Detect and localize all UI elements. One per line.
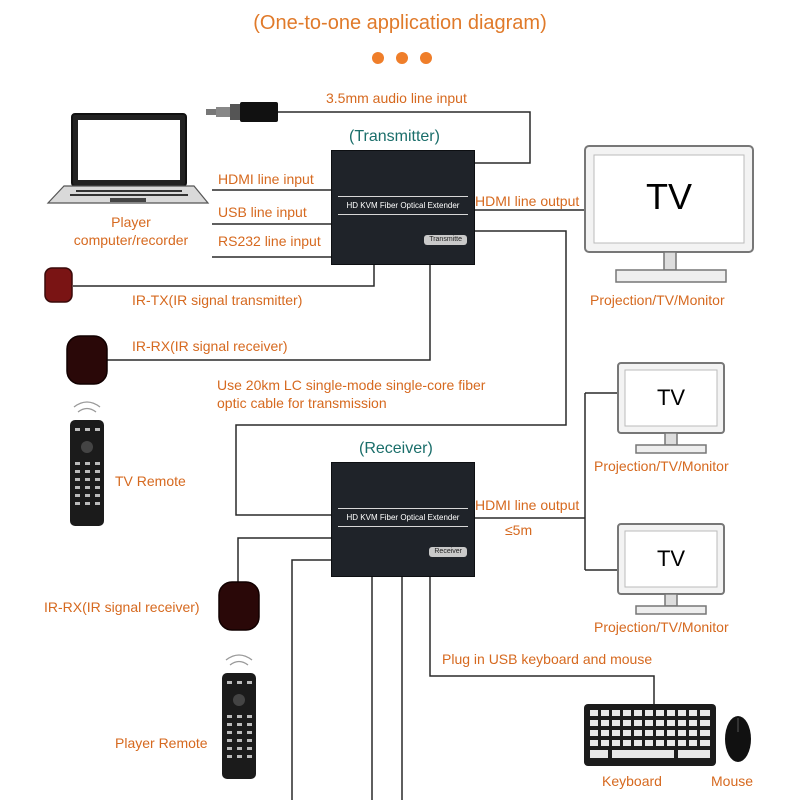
hdmi-input-label: HDMI line input	[218, 171, 314, 187]
transmitter-badge: Transmitte	[424, 235, 467, 245]
audio-input-label: 3.5mm audio line input	[326, 90, 467, 106]
ir-tx-cable	[73, 264, 375, 287]
usb-input-label: USB line input	[218, 204, 307, 220]
fiber-label-line1: Use 20km LC single-mode single-core fibe…	[217, 377, 486, 393]
receiver-device: HD KVM Fiber Optical Extender Receiver	[331, 462, 475, 577]
audio-cable	[278, 111, 531, 164]
ir-receiver-top-icon	[66, 335, 108, 385]
keyboard-label: Keyboard	[602, 773, 662, 789]
usb-plug-label: Plug in USB keyboard and mouse	[442, 651, 653, 667]
tv-3-screen-text: TV	[656, 546, 686, 571]
receiver-badge: Receiver	[429, 547, 467, 557]
fiber-label-line2: optic cable for transmission	[217, 395, 387, 411]
tv-3-caption: Projection/TV/Monitor	[594, 619, 729, 635]
decor-dot-3	[420, 52, 432, 64]
receiver-heading: (Receiver)	[359, 440, 433, 457]
laptop-icon	[46, 113, 210, 204]
tv-3-icon	[617, 523, 725, 615]
player-label-line1: Player	[111, 214, 151, 230]
tv-2-icon	[617, 362, 725, 454]
distance-label: ≤5m	[505, 522, 533, 538]
tv-remote-icon	[70, 401, 104, 526]
ir-receiver-bottom-icon	[218, 581, 260, 631]
transmitter-heading: (Transmitter)	[349, 128, 440, 145]
tv-2-caption: Projection/TV/Monitor	[594, 458, 729, 474]
mouse-icon	[725, 716, 751, 762]
ir-transmitter-icon	[44, 267, 73, 303]
ir-rx-bottom-label: IR-RX(IR signal receiver)	[44, 599, 200, 615]
diagram-title: (One-to-one application diagram)	[253, 12, 547, 34]
hdmi-output-rx-label: HDMI line output	[475, 497, 580, 513]
player-label-line2: computer/recorder	[73, 232, 189, 248]
player-remote-label: Player Remote	[115, 735, 208, 751]
decor-dot-2	[396, 52, 408, 64]
decor-dot-1	[372, 52, 384, 64]
ir-rx-bottom-cable	[237, 537, 331, 583]
transmitter-device-name: HD KVM Fiber Optical Extender	[346, 201, 460, 210]
tv-remote-label: TV Remote	[115, 473, 186, 489]
tv-2-screen-text: TV	[656, 385, 686, 410]
fiber-cable	[235, 230, 567, 516]
tv-1-screen-text: TV	[645, 176, 692, 217]
tv-1-icon	[584, 145, 754, 283]
usb-keyboard-cable	[429, 575, 655, 704]
ir-rx-top-label: IR-RX(IR signal receiver)	[132, 338, 288, 354]
transmitter-device: HD KVM Fiber Optical Extender Transmitte	[331, 150, 475, 265]
mouse-label: Mouse	[711, 773, 754, 789]
ir-rx-top-cable	[106, 264, 431, 361]
hdmi-output-tx-label: HDMI line output	[475, 193, 580, 209]
receiver-device-name: HD KVM Fiber Optical Extender	[346, 513, 460, 522]
audio-jack-icon	[206, 102, 278, 122]
tv-1-caption: Projection/TV/Monitor	[590, 292, 725, 308]
ir-tx-label: IR-TX(IR signal transmitter)	[132, 292, 303, 308]
rs232-input-label: RS232 line input	[218, 233, 321, 249]
player-remote-icon	[222, 654, 256, 779]
keyboard-icon	[584, 704, 716, 766]
